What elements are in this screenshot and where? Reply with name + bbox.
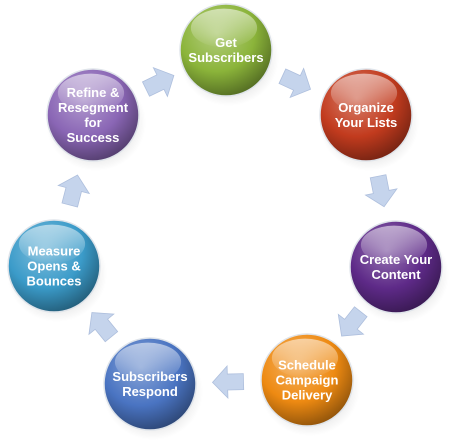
- node-label-line: Measure: [28, 244, 81, 259]
- node-gloss: [271, 338, 339, 378]
- node-label-line: Subscribers: [112, 369, 187, 384]
- node-label-line: Content: [371, 267, 421, 282]
- node-label-line: Refine &: [67, 85, 120, 100]
- node-label-line: Subscribers: [188, 50, 263, 65]
- flow-arrow-icon: [141, 66, 175, 98]
- node-label-line: Success: [67, 130, 120, 145]
- node-gloss: [57, 73, 125, 113]
- node-label-line: Resegment: [58, 100, 129, 115]
- node-gloss: [330, 73, 398, 113]
- node-label-line: Your Lists: [335, 115, 398, 130]
- node-gloss: [190, 8, 258, 48]
- node-label-line: Delivery: [282, 388, 333, 403]
- flow-arrow-icon: [278, 67, 312, 99]
- node-label-line: Opens &: [27, 259, 80, 274]
- node-label-line: Get: [215, 35, 237, 50]
- flow-arrow-icon: [337, 306, 368, 337]
- node-label-line: Campaign: [276, 373, 339, 388]
- flow-arrow-icon: [57, 174, 91, 208]
- node-label-line: Respond: [122, 384, 178, 399]
- node-label-line: Schedule: [278, 358, 336, 373]
- node-label-line: Bounces: [27, 274, 82, 289]
- flow-arrow-icon: [88, 312, 119, 343]
- node-gloss: [114, 342, 182, 382]
- flow-arrow-icon: [211, 365, 245, 400]
- node-label-line: Create Your: [360, 252, 433, 267]
- node-label-line: for: [84, 115, 101, 130]
- node-label-line: Organize: [338, 100, 394, 115]
- flow-arrow-icon: [364, 174, 398, 208]
- arrows-layer: [57, 66, 398, 400]
- node-gloss: [360, 225, 428, 265]
- node-gloss: [18, 224, 86, 264]
